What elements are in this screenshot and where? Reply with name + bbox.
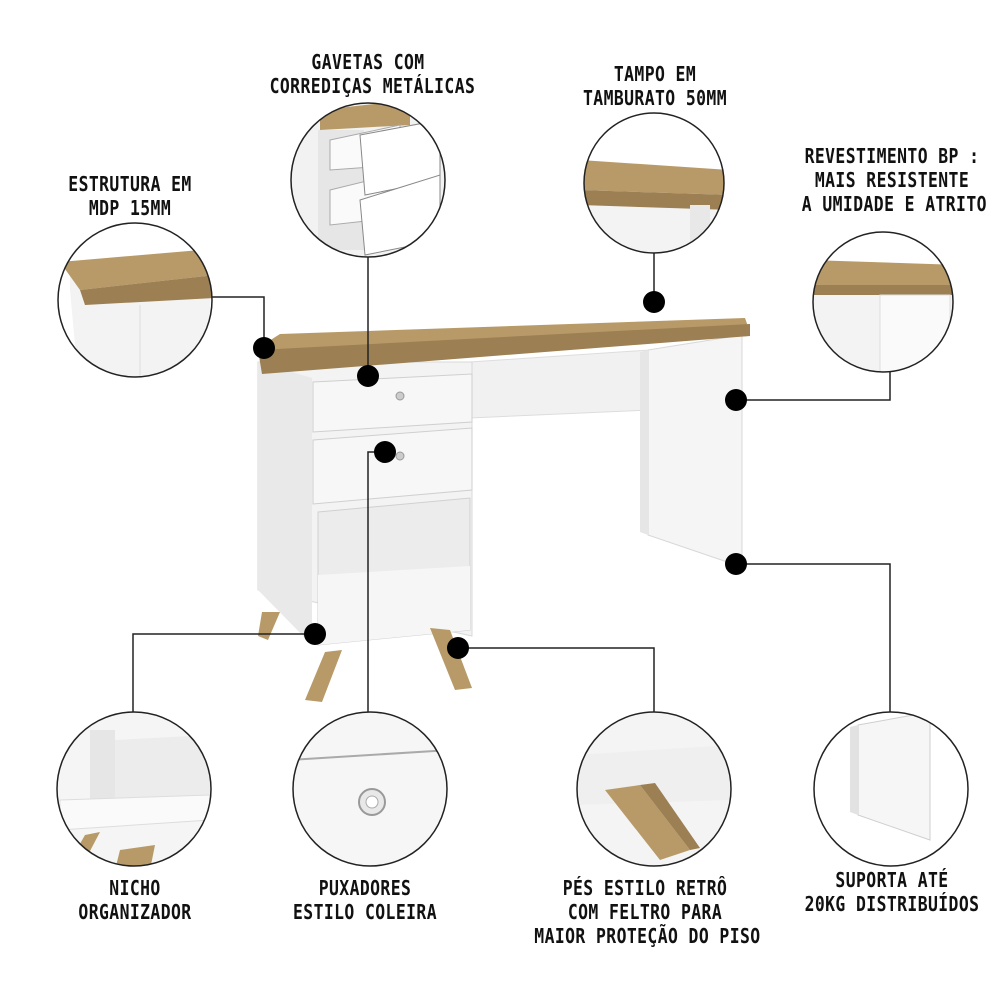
detail-circle-nicho	[56, 711, 212, 867]
detail-circle-suporta	[813, 711, 969, 867]
leader-lines	[132, 253, 891, 712]
desk-back-panel	[469, 349, 651, 419]
leg-front-left	[305, 650, 342, 702]
detail-circle-gavetas	[290, 102, 446, 258]
desk-main	[257, 318, 750, 702]
leg-front-right	[430, 628, 472, 690]
detail-circle-puxadores	[292, 711, 448, 867]
leg-back-left	[258, 612, 280, 640]
label-revestimento: REVESTIMENTO BP : MAIS RESISTENTE A UMID…	[801, 144, 987, 216]
label-estrutura: ESTRUTURA EM MDP 15MM	[68, 172, 192, 220]
label-nicho: NICHO ORGANIZADOR	[78, 876, 192, 924]
drawer-top	[312, 373, 473, 433]
drawer-bottom	[312, 427, 473, 505]
detail-circle-estrutura	[57, 222, 213, 378]
callout-dots	[253, 291, 747, 659]
label-pes: PÉS ESTILO RETRÔ COM FELTRO PARA MAIOR P…	[534, 876, 761, 948]
detail-circle-pes	[576, 711, 732, 867]
label-gavetas: GAVETAS COM CORREDIÇAS METÁLICAS	[269, 50, 476, 98]
label-suporta: SUPORTA ATÉ 20KG DISTRIBUÍDOS	[804, 868, 980, 916]
detail-circle-tampo	[583, 112, 725, 254]
label-tampo: TAMPO EM TAMBURATO 50MM	[583, 62, 727, 110]
label-puxadores: PUXADORES ESTILO COLEIRA	[293, 876, 437, 924]
desk-right-leg	[647, 334, 743, 568]
detail-circle-revestimento	[812, 231, 954, 373]
